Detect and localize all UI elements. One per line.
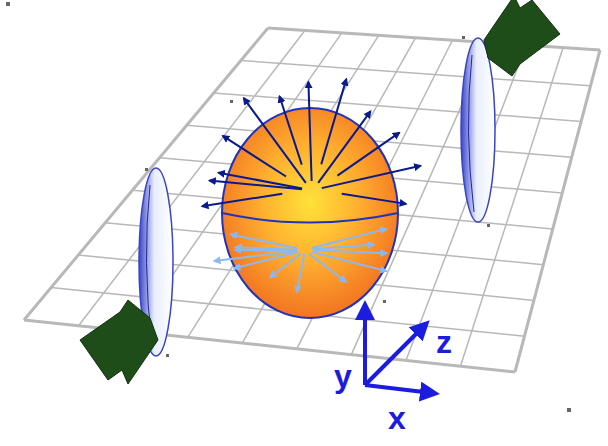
axis-triad (365, 308, 432, 393)
sphere-equator (222, 213, 398, 223)
nucleus (461, 38, 495, 222)
beam-arrow (80, 300, 158, 384)
axis-label: z (436, 326, 452, 358)
flow-arrows-upper (202, 79, 420, 206)
beam-arrow (484, 0, 560, 76)
flow-arrows-lower (214, 229, 386, 292)
axis-label: x (388, 402, 406, 434)
dot-marks (6, 2, 571, 412)
axis-label: y (334, 360, 352, 392)
nucleus-edge (468, 55, 474, 212)
